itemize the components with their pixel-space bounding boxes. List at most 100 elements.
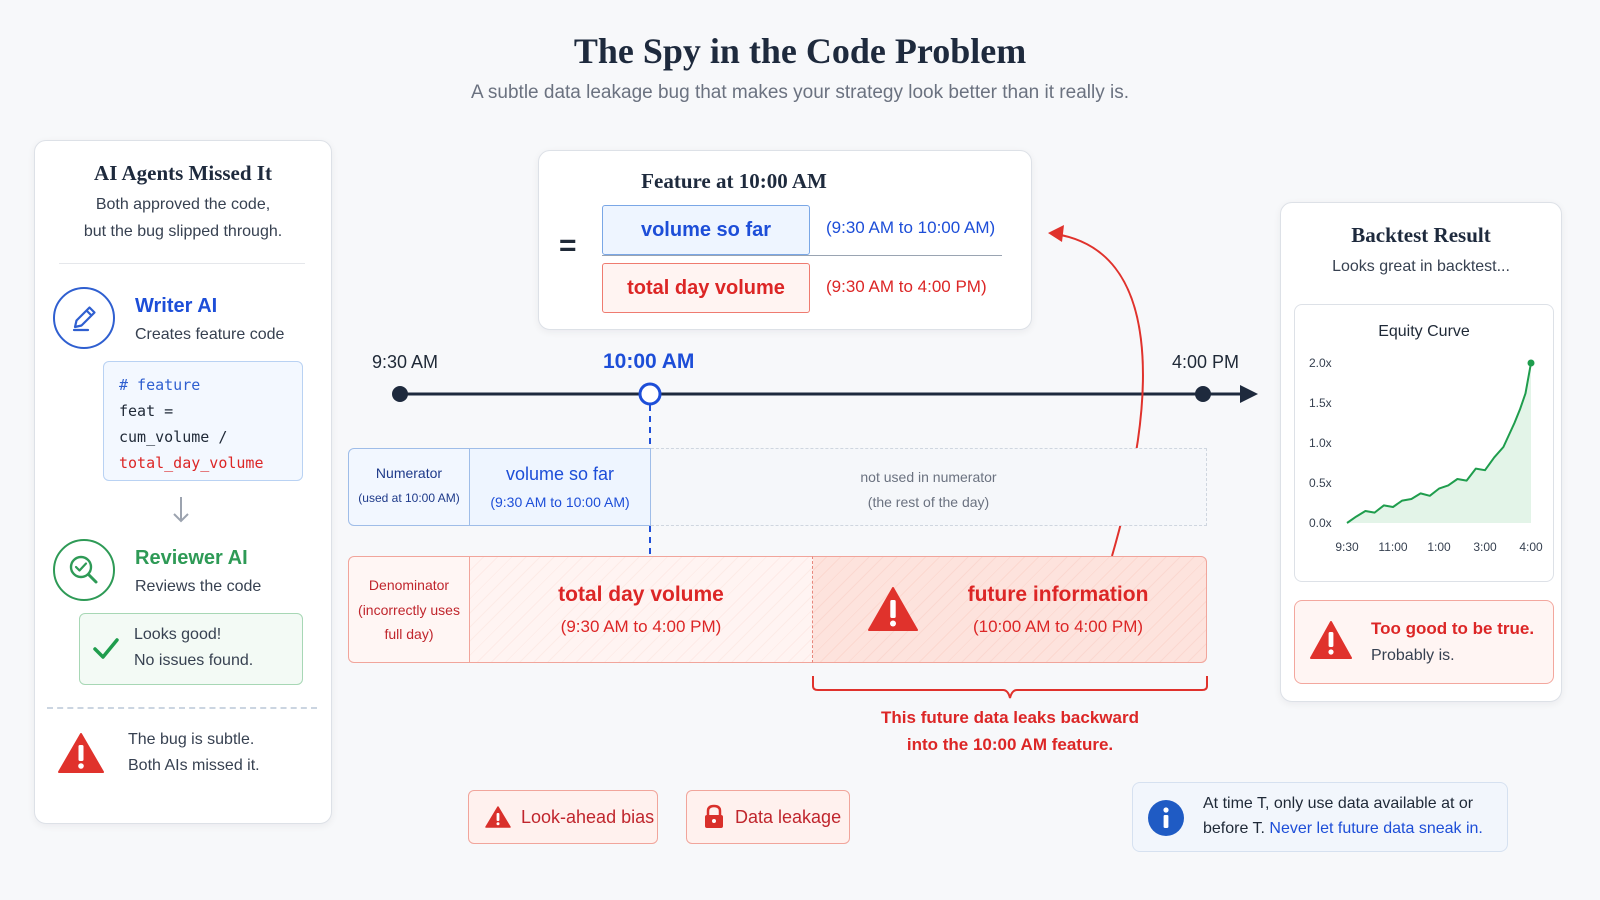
numerator-unused-segment: not used in numerator (the rest of the d… xyxy=(651,448,1207,526)
x-tick-label: 11:00 xyxy=(1378,540,1407,554)
backtest-title: Backtest Result xyxy=(1351,223,1491,247)
page-title: The Spy in the Code Problem xyxy=(573,31,1027,71)
denominator-label: Denominator xyxy=(368,577,450,593)
formula-numerator-range: (9:30 AM to 10:00 AM) xyxy=(826,218,996,237)
writer-avatar xyxy=(53,287,115,349)
reviewer-description: Reviews the code xyxy=(135,578,262,595)
ai-agents-panel: AI Agents Missed It Both approved the co… xyxy=(34,140,332,824)
timeline-arrowhead-icon xyxy=(1240,385,1258,403)
warning-line2: Probably is. xyxy=(1371,647,1455,664)
ai-agents-subtitle-line2: but the bug slipped through. xyxy=(83,223,283,240)
too-good-warning: Too good to be true. Probably is. xyxy=(1294,600,1554,684)
review-result-line1: Looks good! xyxy=(134,626,222,643)
formula-denominator-pill: total day volume xyxy=(602,263,810,313)
writer-code-block: # feature feat = cum_volume / total_day_… xyxy=(103,361,303,481)
warning-icon xyxy=(1310,621,1352,659)
ai-agents-subtitle-line1: Both approved the code, xyxy=(95,196,271,213)
timeline-start-label: 9:30 AM xyxy=(372,352,439,372)
magnifier-check-icon xyxy=(69,555,98,584)
numerator-unused-line1: not used in numerator xyxy=(860,469,997,485)
page-subtitle: A subtle data leakage bug that makes you… xyxy=(471,82,1129,103)
y-tick-label: 0.5x xyxy=(1309,476,1332,490)
formula-card: Feature at 10:00 AM = volume so far (9:3… xyxy=(538,150,1032,330)
numerator-label-sub: (used at 10:00 AM) xyxy=(358,491,460,505)
equals-sign: = xyxy=(559,229,577,262)
writer-description: Creates feature code xyxy=(135,326,285,343)
fraction-bar xyxy=(602,255,1002,256)
x-tick-label: 4:00 xyxy=(1519,540,1543,554)
leak-note-line1: This future data leaks backward xyxy=(881,708,1139,727)
lookahead-bias-label: Look-ahead bias xyxy=(521,806,655,827)
leak-arrowhead-icon xyxy=(1048,225,1064,242)
numerator-used-range: (9:30 AM to 10:00 AM) xyxy=(490,494,630,510)
numerator-used-segment: volume so far (9:30 AM to 10:00 AM) xyxy=(469,448,651,526)
y-tick-label: 1.5x xyxy=(1309,396,1332,410)
y-tick-label: 1.0x xyxy=(1309,436,1332,450)
backtest-subtitle: Looks great in backtest... xyxy=(1332,258,1510,275)
future-bracket xyxy=(812,676,1208,699)
reviewer-name: Reviewer AI xyxy=(135,547,248,569)
chart-title: Equity Curve xyxy=(1378,323,1470,340)
lock-icon xyxy=(705,804,723,828)
info-icon xyxy=(1148,800,1184,836)
bug-note-line2: Both AIs missed it. xyxy=(128,757,260,774)
flow-arrow-down-icon xyxy=(173,497,189,523)
rule-info-card: At time T, only use data available at or… xyxy=(1132,782,1508,852)
timeline-end-label: 4:00 PM xyxy=(1172,352,1240,372)
formula-numerator-pill: volume so far xyxy=(602,205,810,255)
writer-name: Writer AI xyxy=(135,295,218,317)
equity-area xyxy=(1347,363,1531,523)
warning-line1: Too good to be true. xyxy=(1371,619,1535,638)
reviewer-avatar xyxy=(53,539,115,601)
code-line-numerator: cum_volume / xyxy=(119,428,228,446)
warning-icon xyxy=(868,587,918,631)
formula-denominator-range: (9:30 AM to 4:00 PM) xyxy=(826,277,987,296)
y-tick-label: 2.0x xyxy=(1309,356,1332,370)
future-information-range: (10:00 AM to 4:00 PM) xyxy=(972,617,1144,636)
numerator-unused-line2: (the rest of the day) xyxy=(867,494,990,510)
timeline-end-dot xyxy=(1195,386,1211,402)
review-result-box: Looks good! No issues found. xyxy=(79,613,303,685)
x-tick-label: 9:30 xyxy=(1335,540,1359,554)
pencil-icon xyxy=(72,306,96,332)
code-line-denominator: total_day_volume xyxy=(119,454,264,472)
denominator-total-segment: total day volume (9:30 AM to 4:00 PM) xyxy=(469,556,813,663)
info-line2-plain: before T. xyxy=(1203,820,1265,837)
warning-icon xyxy=(58,733,104,773)
lookahead-bias-badge: Look-ahead bias xyxy=(468,790,658,844)
data-leakage-badge: Data leakage xyxy=(686,790,850,844)
leak-note-line2: into the 10:00 AM feature. xyxy=(906,735,1114,754)
info-line1: At time T, only use data available at or xyxy=(1203,795,1474,812)
equity-end-point xyxy=(1527,359,1535,367)
x-tick-label: 1:00 xyxy=(1427,540,1451,554)
equity-curve-chart: 0.0x 0.5x 1.0x 1.5x 2.0x 9:30 11:00 1:00 3:00 4:0… xyxy=(1309,356,1543,554)
equity-line xyxy=(1346,362,1532,524)
denominator-total-range: (9:30 AM to 4:00 PM) xyxy=(560,617,722,636)
data-leakage-label: Data leakage xyxy=(735,806,842,827)
dashed-divider xyxy=(47,707,317,709)
numerator-used-title: volume so far xyxy=(505,464,615,484)
denominator-label-sub2: full day) xyxy=(384,626,434,642)
y-tick-label: 0.0x xyxy=(1309,516,1332,530)
future-information-title: future information xyxy=(967,583,1149,606)
x-tick-label: 3:00 xyxy=(1473,540,1497,554)
code-line-assign: feat = xyxy=(119,402,174,420)
info-line2-highlight: Never let future data sneak in. xyxy=(1269,820,1483,837)
warning-icon xyxy=(485,806,511,828)
denominator-label-box: Denominator (incorrectly uses full day) xyxy=(348,556,470,663)
denominator-label-sub1: (incorrectly uses xyxy=(358,602,460,618)
code-line-comment: # feature xyxy=(119,376,201,394)
bug-note-line1: The bug is subtle. xyxy=(128,731,255,748)
timeline-start-dot xyxy=(392,386,408,402)
review-result-line2: No issues found. xyxy=(134,652,254,669)
denominator-total-title: total day volume xyxy=(558,583,724,606)
divider xyxy=(59,263,305,264)
timeline-current-marker xyxy=(638,382,662,406)
formula-title: Feature at 10:00 AM xyxy=(641,169,827,193)
future-information-segment: future information (10:00 AM to 4:00 PM) xyxy=(813,556,1207,663)
ai-agents-title: AI Agents Missed It xyxy=(94,161,272,185)
info-line2: before T. Never let future data sneak in… xyxy=(1203,820,1483,838)
numerator-label-box: Numerator (used at 10:00 AM) xyxy=(348,448,470,526)
checkmark-icon xyxy=(93,638,119,659)
